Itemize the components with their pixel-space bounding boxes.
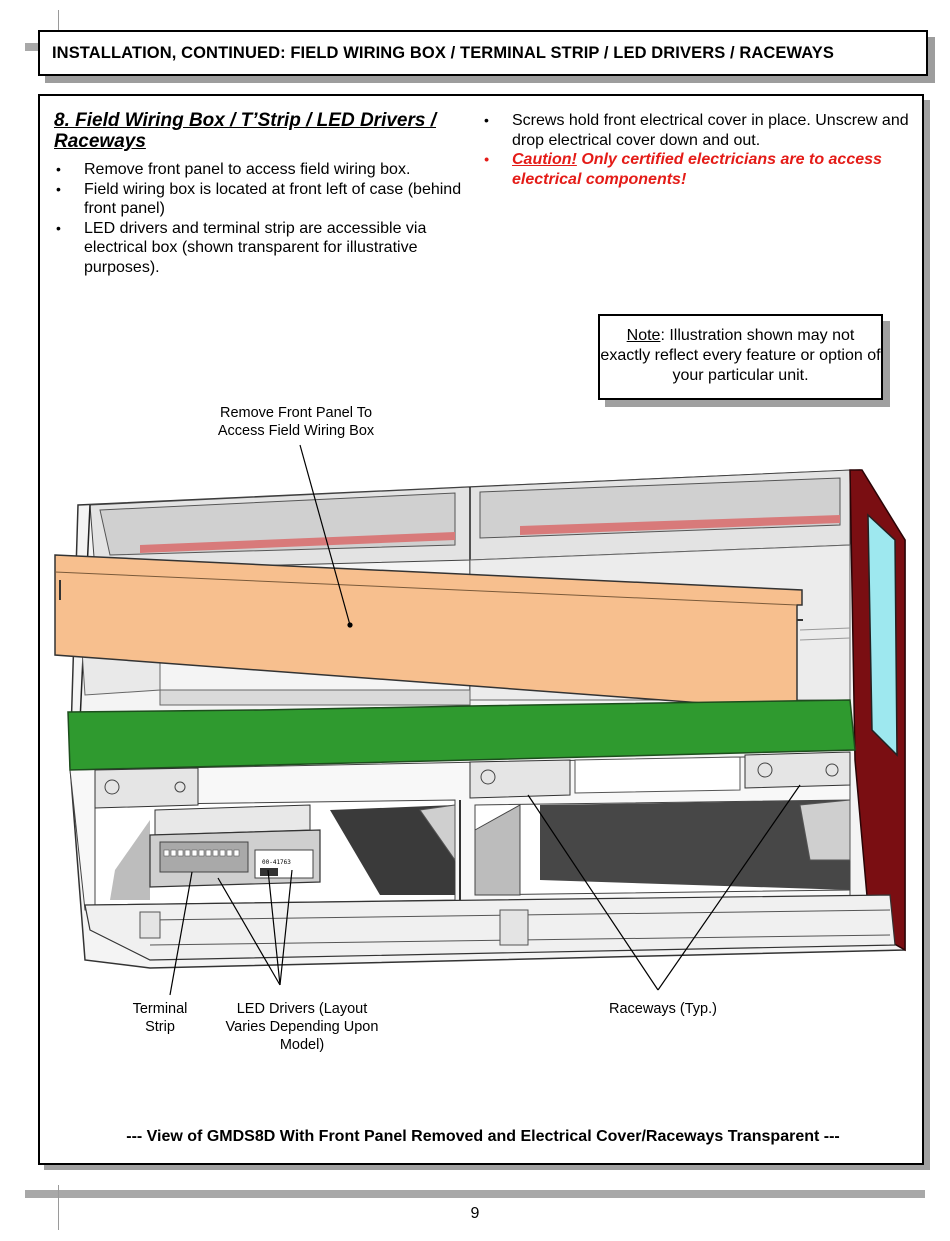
bullet-item: Field wiring box is located at front lef… (54, 180, 474, 219)
callout-terminal-strip: Terminal Strip (132, 1001, 188, 1035)
header-title: INSTALLATION, CONTINUED: FIELD WIRING BO… (52, 43, 834, 62)
end-panel (849, 469, 906, 952)
margin-line-bottom (58, 1185, 59, 1230)
footer-bar (25, 1190, 925, 1198)
top-tick-mark (25, 43, 41, 51)
callout-led-drivers: LED Drivers (Layout Varies Depending Upo… (225, 1001, 379, 1053)
callout-leaders (169, 444, 801, 996)
right-bullet-list: Screws hold front electrical cover in pl… (482, 111, 912, 189)
front-panel-removed (54, 554, 803, 711)
green-rail (67, 699, 856, 771)
callout-raceways: Raceways (Typ.) (609, 1001, 717, 1017)
driver-label: 00-41763 (262, 859, 291, 866)
field-wiring-box: 00-41763 (149, 804, 321, 888)
bullet-item: Screws hold front electrical cover in pl… (482, 111, 912, 150)
raceways (94, 751, 851, 809)
note-label: Note (626, 327, 661, 344)
caution-label: Caution! (512, 151, 577, 168)
note-text: : Illustration shown may not exactly ref… (600, 327, 881, 384)
header-box: INSTALLATION, CONTINUED: FIELD WIRING BO… (38, 30, 928, 76)
note-box: Note: Illustration shown may not exactly… (598, 314, 883, 400)
bullet-item: Remove front panel to access field wirin… (54, 160, 474, 180)
margin-line-top (58, 10, 59, 40)
caution-text: Only certified electricians are to acces… (512, 151, 882, 188)
caution-bullet: Caution! Only certified electricians are… (482, 150, 912, 189)
page-number: 9 (470, 1205, 480, 1222)
section-title: 8. Field Wiring Box / T’Strip / LED Driv… (54, 110, 437, 152)
figure-caption: --- View of GMDS8D With Front Panel Remo… (126, 1128, 840, 1145)
left-bullet-list: Remove front panel to access field wirin… (54, 160, 474, 277)
bullet-item: LED drivers and terminal strip are acces… (54, 219, 474, 278)
callout-front-panel: Remove Front Panel To Access Field Wirin… (217, 405, 375, 439)
case-illustration: 00-41763 (54, 444, 906, 996)
